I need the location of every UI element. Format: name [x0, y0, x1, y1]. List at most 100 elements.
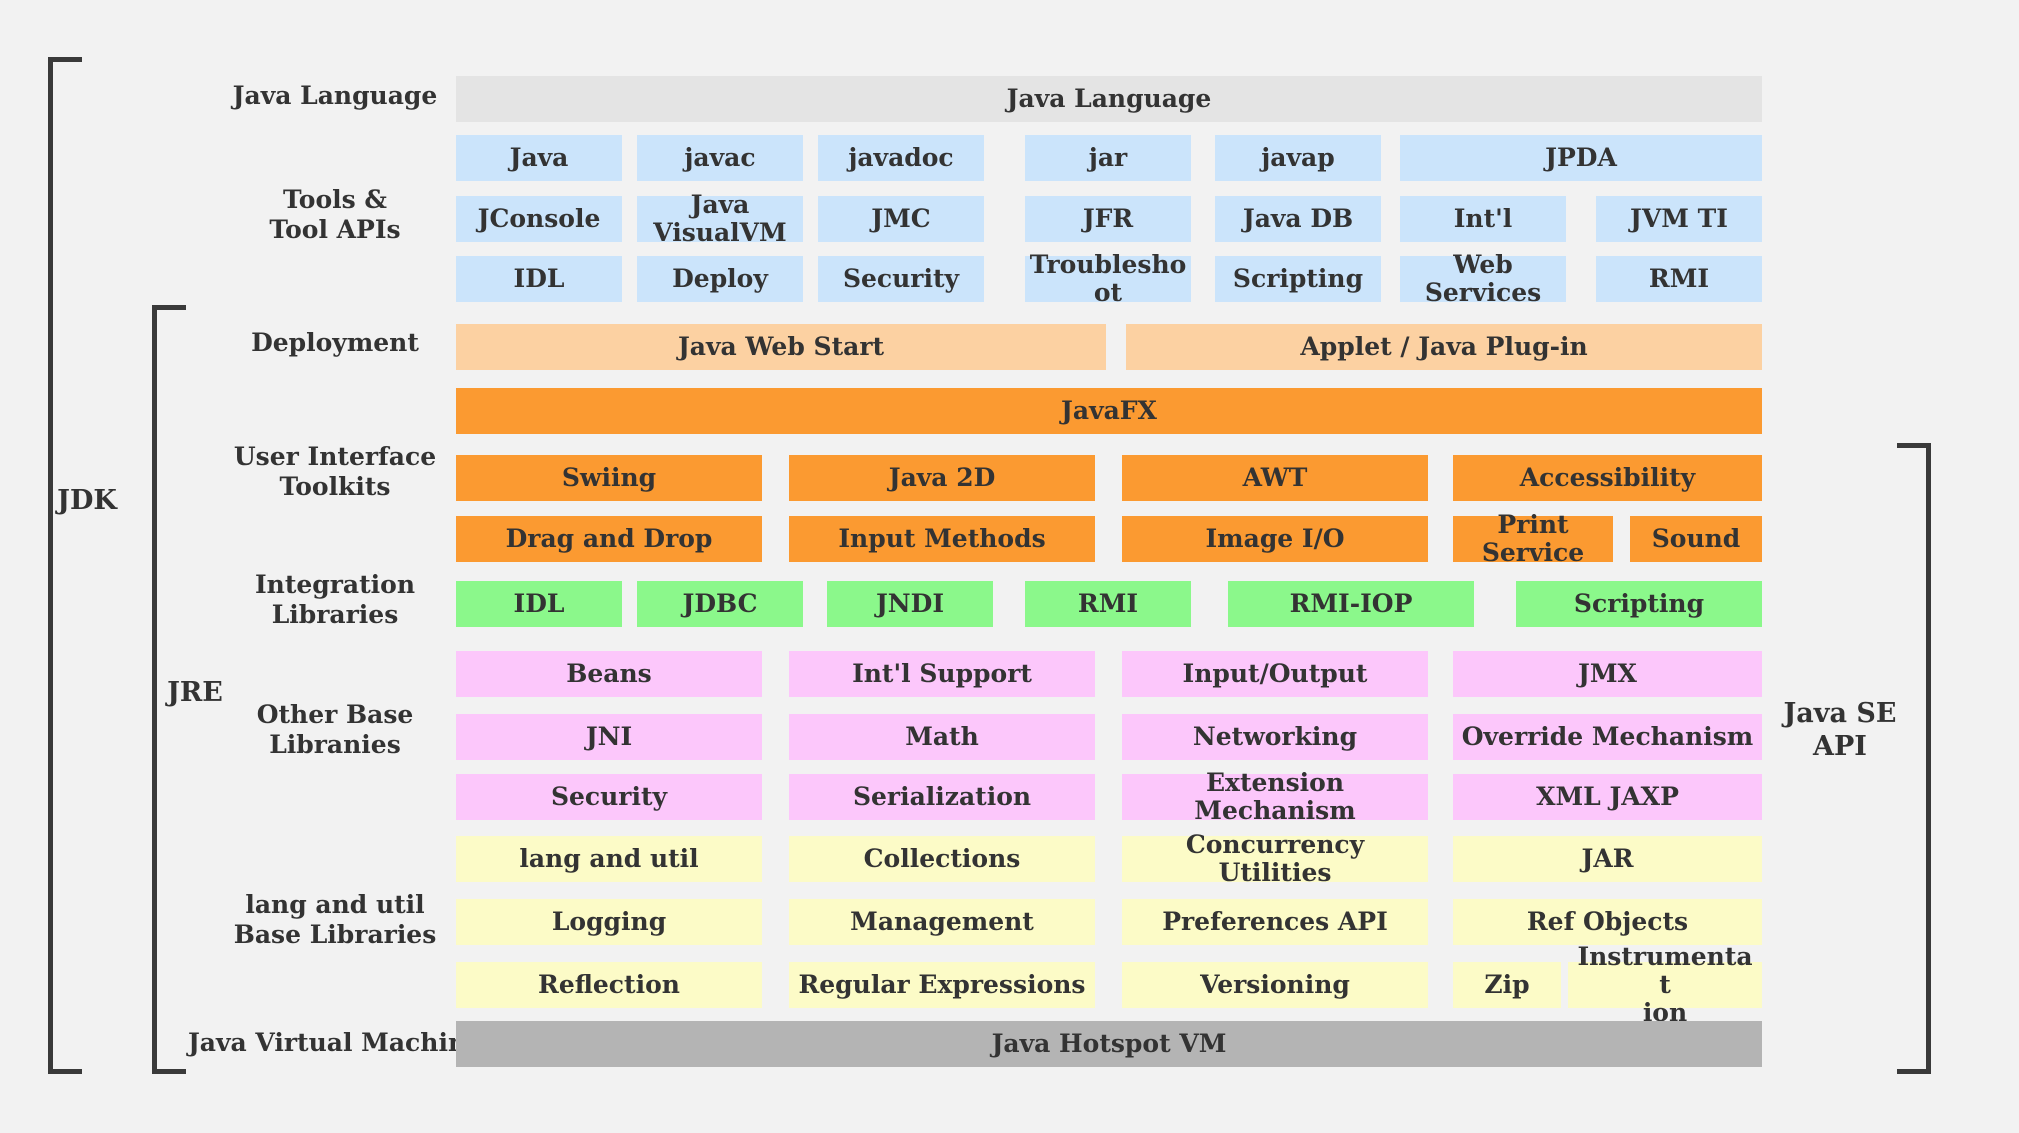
- ui-box-print-service-line1: Print: [1497, 510, 1569, 539]
- other-base-box-networking[interactable]: Networking: [1122, 714, 1428, 760]
- other-base-box-input-output[interactable]: Input/Output: [1122, 651, 1428, 697]
- row-label-java-language: Java Language: [232, 81, 438, 110]
- tool-box-jmc[interactable]: JMC: [818, 196, 984, 242]
- tool-box-security[interactable]: Security: [818, 256, 984, 302]
- lang-util-box-regular-expressions[interactable]: Regular Expressions: [789, 962, 1095, 1008]
- lang-util-box-instrumentation-line1: Instrumentat: [1577, 942, 1753, 999]
- tool-box-troubleshoot[interactable]: Troublesho ot: [1025, 251, 1191, 307]
- row-label-other-base-line1: Other Base: [256, 700, 414, 729]
- lang-util-box-lang-and-util[interactable]: lang and util: [456, 836, 762, 882]
- lang-util-box-jar[interactable]: JAR: [1453, 836, 1762, 882]
- other-base-box-xml-jaxp[interactable]: XML JAXP: [1453, 774, 1762, 820]
- ui-box-java-2d[interactable]: Java 2D: [789, 455, 1095, 501]
- jvm-bar-java-hotspot-vm[interactable]: Java Hotspot VM: [456, 1021, 1762, 1067]
- jre-bracket-line: [152, 305, 157, 1074]
- integration-box-jndi[interactable]: JNDI: [827, 581, 993, 627]
- row-label-lang-util-base-libraries: lang and util Base Libraries: [190, 885, 480, 955]
- lang-util-box-instrumentation[interactable]: Instrumentat ion: [1568, 943, 1762, 1027]
- tool-box-java-visualvm-line2: VisualVM: [653, 218, 787, 247]
- row-label-integration-line2: Libraries: [271, 600, 399, 629]
- tool-box-web-services-line1: Web: [1453, 250, 1513, 279]
- ui-box-print-service-line2: Service: [1481, 538, 1585, 567]
- integration-box-scripting[interactable]: Scripting: [1516, 581, 1762, 627]
- other-base-box-intl-support[interactable]: Int'l Support: [789, 651, 1095, 697]
- lang-util-box-management[interactable]: Management: [789, 899, 1095, 945]
- row-label-integration-libraries: Integration Libraries: [200, 565, 470, 635]
- other-base-box-serialization[interactable]: Serialization: [789, 774, 1095, 820]
- java-se-api-bracket-arm-bottom: [1897, 1069, 1931, 1074]
- tool-box-web-services[interactable]: Web Services: [1400, 251, 1566, 307]
- integration-box-jdbc[interactable]: JDBC: [637, 581, 803, 627]
- tool-box-javadoc[interactable]: javadoc: [818, 135, 984, 181]
- jdk-bracket-line: [48, 57, 53, 1074]
- lang-util-box-reflection[interactable]: Reflection: [456, 962, 762, 1008]
- lang-util-box-versioning[interactable]: Versioning: [1122, 962, 1428, 1008]
- ui-box-sound[interactable]: Sound: [1630, 516, 1762, 562]
- tool-box-jfr[interactable]: JFR: [1025, 196, 1191, 242]
- row-label-deployment: Deployment: [251, 328, 419, 357]
- tool-box-java[interactable]: Java: [456, 135, 622, 181]
- row-label-ui-toolkits-line1: User Interface: [233, 442, 437, 471]
- ui-box-image-io[interactable]: Image I/O: [1122, 516, 1428, 562]
- ui-box-awt[interactable]: AWT: [1122, 455, 1428, 501]
- integration-box-idl[interactable]: IDL: [456, 581, 622, 627]
- java-se-api-bracket: [1897, 443, 1931, 1074]
- lang-util-box-preferences-api[interactable]: Preferences API: [1122, 899, 1428, 945]
- ui-box-print-service[interactable]: Print Service: [1453, 511, 1613, 567]
- jdk-bracket: [48, 57, 82, 1074]
- java-se-api-bracket-line: [1926, 443, 1931, 1074]
- jre-label: JRE: [167, 677, 223, 708]
- other-base-box-extension-mechanism[interactable]: Extension Mechanism: [1122, 769, 1428, 825]
- other-base-box-override-mechanism[interactable]: Override Mechanism: [1453, 714, 1762, 760]
- ui-box-drag-and-drop[interactable]: Drag and Drop: [456, 516, 762, 562]
- lang-util-box-ref-objects[interactable]: Ref Objects: [1453, 899, 1762, 945]
- row-label-other-base-line2: Libranies: [269, 730, 401, 759]
- row-label-tools: Tools & Tool APIs: [200, 180, 470, 250]
- lang-util-box-collections[interactable]: Collections: [789, 836, 1095, 882]
- tool-box-java-visualvm[interactable]: Java VisualVM: [637, 191, 803, 247]
- tool-box-javac[interactable]: javac: [637, 135, 803, 181]
- ui-box-swing[interactable]: Swiing: [456, 455, 762, 501]
- tool-box-web-services-line2: Services: [1424, 278, 1542, 307]
- row-label-other-base-libraries: Other Base Libranies: [200, 695, 470, 765]
- row-label-integration-line1: Integration: [254, 570, 416, 599]
- row-label-java-virtual-machine: Java Virtual Machine: [187, 1028, 483, 1057]
- row-label-ui-toolkits: User Interface Toolkits: [200, 437, 470, 507]
- ui-box-accessibility[interactable]: Accessibility: [1453, 455, 1762, 501]
- tool-box-troubleshoot-line2: ot: [1093, 278, 1123, 307]
- other-base-box-security[interactable]: Security: [456, 774, 762, 820]
- jre-bracket-arm-bottom: [152, 1069, 186, 1074]
- lang-util-box-zip[interactable]: Zip: [1453, 962, 1561, 1008]
- lang-util-box-concurrency-utilities[interactable]: Concurrency Utilities: [1122, 831, 1428, 887]
- tool-box-intl[interactable]: Int'l: [1400, 196, 1566, 242]
- tool-box-deploy[interactable]: Deploy: [637, 256, 803, 302]
- deployment-box-java-web-start[interactable]: Java Web Start: [456, 324, 1106, 370]
- other-base-box-math[interactable]: Math: [789, 714, 1095, 760]
- tool-box-rmi[interactable]: RMI: [1596, 256, 1762, 302]
- ui-box-input-methods[interactable]: Input Methods: [789, 516, 1095, 562]
- tool-box-jpda[interactable]: JPDA: [1400, 135, 1762, 181]
- tool-box-jconsole[interactable]: JConsole: [456, 196, 622, 242]
- tool-box-jvm-ti[interactable]: JVM TI: [1596, 196, 1762, 242]
- other-base-box-jni[interactable]: JNI: [456, 714, 762, 760]
- tool-box-java-db[interactable]: Java DB: [1215, 196, 1381, 242]
- integration-box-rmi-iop[interactable]: RMI-IOP: [1228, 581, 1474, 627]
- tool-box-java-visualvm-line1: Java: [690, 190, 750, 219]
- tool-box-scripting[interactable]: Scripting: [1215, 256, 1381, 302]
- row-label-lang-util-line1: lang and util: [245, 890, 425, 919]
- java-language-bar[interactable]: Java Language: [456, 76, 1762, 122]
- deployment-box-applet-java-plugin[interactable]: Applet / Java Plug-in: [1126, 324, 1762, 370]
- tool-box-jar[interactable]: jar: [1025, 135, 1191, 181]
- lang-util-box-logging[interactable]: Logging: [456, 899, 762, 945]
- tool-box-idl[interactable]: IDL: [456, 256, 622, 302]
- other-base-box-jmx[interactable]: JMX: [1453, 651, 1762, 697]
- row-label-ui-toolkits-line2: Toolkits: [279, 472, 391, 501]
- javafx-bar[interactable]: JavaFX: [456, 388, 1762, 434]
- jre-bracket: [152, 305, 186, 1074]
- tool-box-javap[interactable]: javap: [1215, 135, 1381, 181]
- row-label-tools-line2: Tool APIs: [269, 215, 401, 244]
- other-base-box-beans[interactable]: Beans: [456, 651, 762, 697]
- jdk-bracket-arm-bottom: [48, 1069, 82, 1074]
- integration-box-rmi[interactable]: RMI: [1025, 581, 1191, 627]
